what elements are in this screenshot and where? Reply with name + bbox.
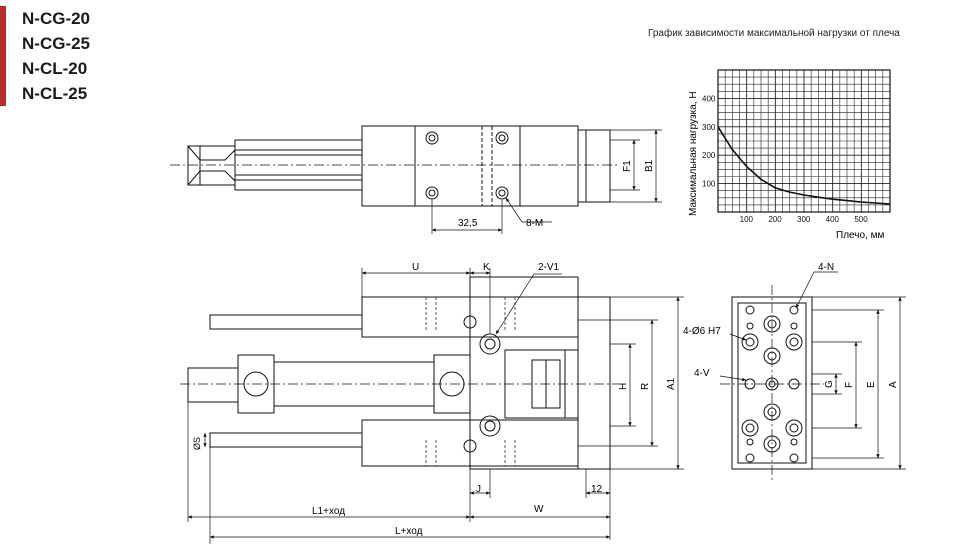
dim-a: A xyxy=(888,381,899,388)
x-tick-label: 400 xyxy=(826,215,840,224)
dim-8-m: 8-M xyxy=(526,218,543,229)
mount-hole xyxy=(495,131,509,145)
title-accent-bar xyxy=(0,6,6,106)
top-view xyxy=(170,125,662,234)
y-tick-label: 100 xyxy=(702,180,716,189)
model-name: N-CL-25 xyxy=(22,84,88,103)
mount-hole xyxy=(425,131,439,145)
dim-32-5: 32,5 xyxy=(458,218,478,229)
load-curve xyxy=(717,126,891,205)
dim-h: H xyxy=(618,383,629,390)
mount-hole xyxy=(425,186,439,200)
graph-title: График зависимости максимальной нагрузки… xyxy=(648,28,900,39)
dim-e: E xyxy=(866,381,877,388)
model-name: N-CG-20 xyxy=(22,9,91,28)
guide-rod-lower xyxy=(209,432,363,448)
cylinder-nut-right xyxy=(433,354,471,414)
dim-4-n: 4-N xyxy=(818,262,834,273)
model-name: N-CG-25 xyxy=(22,34,91,53)
dim-12: 12 xyxy=(591,484,603,495)
dim-4-hole: 4-Ø6 H7 xyxy=(683,326,721,337)
front-end-plate xyxy=(577,296,611,470)
dim-j: J xyxy=(476,484,481,495)
end-plate xyxy=(577,129,611,203)
y-tick-label: 300 xyxy=(702,123,716,132)
dim-a1: A1 xyxy=(666,377,677,390)
model-list: N-CG-20 N-CG-25 N-CL-20 N-CL-25 xyxy=(22,6,90,106)
dim-k: K xyxy=(483,262,490,273)
dim-l1: L1+ход xyxy=(312,506,345,517)
x-tick-label: 100 xyxy=(740,215,754,224)
graph-y-label: Максимальная нагрузка, Н xyxy=(688,91,699,216)
rod-lower xyxy=(234,179,363,191)
dim-2-v1: 2-V1 xyxy=(538,262,560,273)
center-block xyxy=(469,276,579,470)
load-graph: 100 200 300 400 500 100 200 300 400 xyxy=(702,69,891,224)
gripper-jaw-upper xyxy=(187,145,236,161)
rod-upper xyxy=(234,139,363,151)
x-tick-label: 500 xyxy=(854,215,868,224)
cylinder-cap xyxy=(187,367,239,403)
end-view xyxy=(719,271,906,480)
dim-g: G xyxy=(824,380,835,388)
dim-l: L+ход xyxy=(395,526,423,537)
y-tick-label: 400 xyxy=(702,94,716,103)
gripper-jaw-body xyxy=(187,145,236,186)
port xyxy=(479,415,501,437)
dim-f: F xyxy=(844,382,855,388)
graph-x-label: Плечо, мм xyxy=(836,230,884,241)
dim-f1: F1 xyxy=(622,160,633,172)
dim-os: ØS xyxy=(192,437,202,450)
dim-u: U xyxy=(412,262,419,273)
dim-w: W xyxy=(534,504,544,515)
dim-4-v: 4-V xyxy=(694,368,710,379)
dim-b1: B1 xyxy=(644,159,655,172)
mount-hole xyxy=(495,186,509,200)
front-view xyxy=(180,268,684,544)
y-tick-label: 200 xyxy=(702,151,716,160)
model-name: N-CL-20 xyxy=(22,59,88,78)
x-tick-label: 300 xyxy=(797,215,811,224)
graph-frame xyxy=(717,69,891,213)
dim-r: R xyxy=(640,383,651,390)
x-tick-label: 200 xyxy=(768,215,782,224)
gripper-jaw-lower xyxy=(187,170,236,186)
guide-rod-upper xyxy=(209,314,363,330)
main-body xyxy=(361,125,579,207)
